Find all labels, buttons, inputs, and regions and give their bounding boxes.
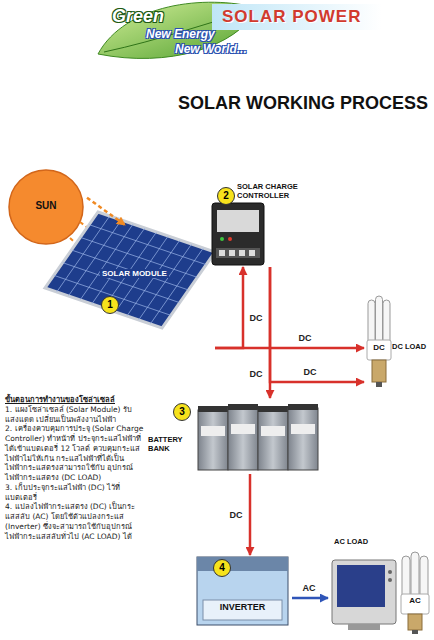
panel-cells [54,216,206,324]
note-text: 4. แปลงไฟฟ้ากระแสตรง (DC) เป็นกระแสสลับ … [5,502,145,541]
diagram-title: SOLAR WORKING PROCESS [178,93,428,114]
title-band [212,4,382,30]
logo-slogan: New World... [175,42,247,56]
bulb-collar [367,340,391,360]
edge-label: DC [297,333,314,344]
node-label: AC LOAD [334,538,368,547]
terminal [219,250,225,256]
brand-name: SOLAR POWER [222,7,361,27]
flow-arrow [249,474,252,555]
node-label: AC [401,596,429,605]
bulb-tube [420,556,428,598]
inverter-box: INVERTER [195,555,292,627]
bulb-base [408,614,422,630]
callout-number: 1 [101,296,119,314]
callout-number: 3 [173,403,191,421]
node-label: DC [367,343,391,352]
edge-label: DC [228,510,245,521]
solar-panel [45,212,215,328]
callout-number: 4 [213,559,231,577]
note-heading: ขั้นตอนการทำงานของโซล่าเซลล์ [5,395,145,405]
note-text: 3. เก็บประจุกระแสไฟฟ้า (DC) ไว้ที่แบตเตอ… [5,483,145,503]
tv-knob [388,570,392,574]
note-block: ขั้นตอนการทำงานของโซล่าเซลล์1. แผงโซล่าเ… [5,395,145,541]
tv-knob [388,578,392,582]
node-label: SUN [7,200,85,212]
inverter-top [197,557,288,571]
solar-module: SOLAR MODULE [100,225,215,357]
ac-load: AC LOAD AC [328,538,430,634]
battery-cells [198,404,318,470]
edge-label: DC [248,369,265,380]
bulb-tube [383,300,390,344]
bulb-collar [401,594,429,614]
node-label: DC LOAD [392,343,426,352]
bulb-tube [411,552,419,598]
callout-number: 2 [217,187,235,205]
flow-arrow [292,597,328,600]
node-label: BATTERY BANK [148,436,192,453]
sun-circle: SUN [7,168,87,246]
controller-display [217,210,259,232]
controller-body [212,203,264,265]
tv-stand [348,624,380,630]
bulb-tip [376,382,382,387]
bulb-tube [368,300,375,344]
controller-led [228,237,232,241]
note-text: 1. แผงโซล่าเซลล์ (Solar Module) รับแสงแด… [5,405,145,425]
flow-arrow [270,267,364,382]
bulb-tip [412,630,418,634]
node-label: SOLAR CHARGE CONTROLLER [237,183,321,200]
flow-arrow [87,198,125,225]
bulb-base [372,360,386,382]
terminal [229,250,235,256]
inverter-body [197,557,288,625]
flow-arrow [215,347,364,350]
edge-label: AC [301,583,318,594]
dc-load: DCDC LOAD [364,288,432,396]
note-text: 2. เครื่องควบคุมการประจุ (Solar Charge C… [5,424,145,483]
flow-arrow [215,267,243,348]
logo-slogan: New Energy [146,27,215,41]
edge-label: DC [248,313,265,324]
edge-label: DC [302,367,319,378]
node-label: SOLAR MODULE [100,269,169,278]
terminal [239,250,245,256]
tv-body [332,560,396,624]
tv-screen [337,565,385,607]
terminal [249,250,255,256]
controller-terminals [216,248,260,258]
node-label: INVERTER [195,602,290,612]
bulb-tube [376,296,383,344]
logo-text: Green [112,6,164,27]
controller-led [220,237,224,241]
bulb-tube [402,556,410,598]
